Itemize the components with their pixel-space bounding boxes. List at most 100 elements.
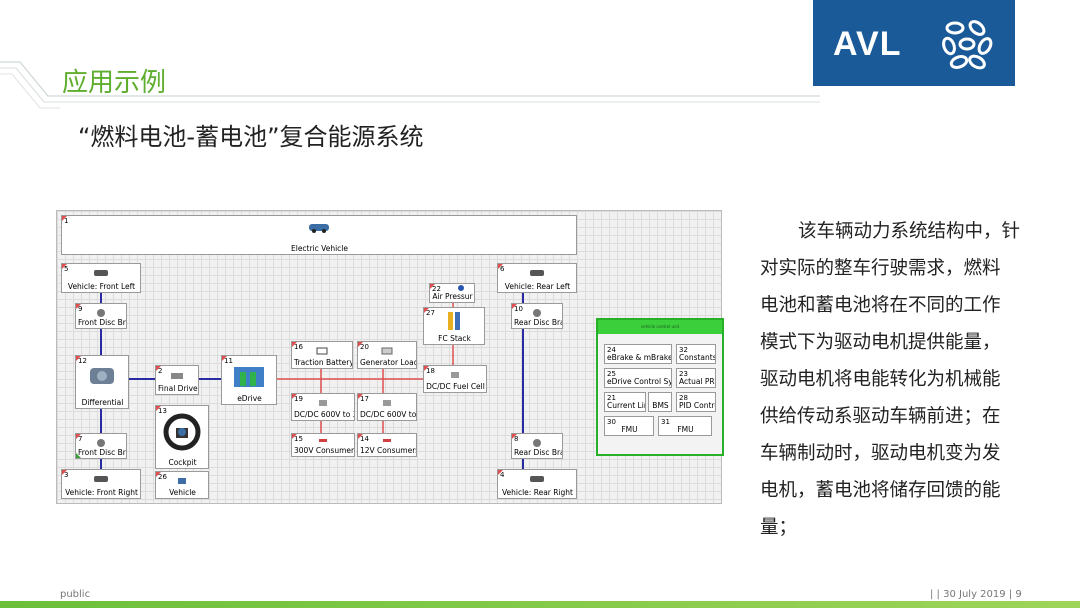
block-number: 12 xyxy=(78,357,87,365)
block-number: 4 xyxy=(500,471,505,479)
pin-marker xyxy=(358,394,363,399)
block-number: 27 xyxy=(426,309,435,317)
block-front-disc-brake-left[interactable]: 9 Front Disc Bra xyxy=(75,303,127,329)
block-differential[interactable]: 12 Differential xyxy=(75,355,129,409)
pin-marker xyxy=(76,304,81,309)
block-current-limit[interactable]: 21 Current Lim xyxy=(604,392,646,412)
block-actual-pr[interactable]: 23 Actual PR xyxy=(676,368,716,388)
block-dcdc-600v-300v[interactable]: 19 DC/DC 600V to 30 xyxy=(291,393,355,421)
block-traction-battery[interactable]: 16 Traction Battery xyxy=(291,341,353,369)
block-constants[interactable]: 32 Constants xyxy=(676,344,716,364)
block-label: Air Pressur xyxy=(432,292,473,301)
wheel-icon xyxy=(94,476,108,482)
block-number: 10 xyxy=(514,305,523,313)
description-paragraph: 该车辆动力系统结构中，针 对实际的整车行驶需求，燃料 电池和蓄电池将在不同的工作… xyxy=(760,213,1050,546)
block-number: 19 xyxy=(294,395,303,403)
pin-marker xyxy=(76,356,81,361)
block-fmu-1[interactable]: 30 FMU xyxy=(604,416,654,436)
converter-icon xyxy=(451,372,459,378)
block-rear-disc-brake-left[interactable]: 10 Rear Disc Bra xyxy=(511,303,563,329)
block-fmu-2[interactable]: 31 FMU xyxy=(658,416,712,436)
block-label: 300V Consumers xyxy=(294,446,355,455)
block-label: Final Drive xyxy=(158,384,198,393)
paragraph-line: 电池和蓄电池将在不同的工作 xyxy=(760,295,1001,316)
pin-marker xyxy=(62,264,67,269)
block-number: 26 xyxy=(158,473,167,481)
block-label: Front Disc Bra xyxy=(78,318,127,327)
block-vehicle-front-right[interactable]: 3 Vehicle: Front Right xyxy=(61,469,141,499)
block-label: 12V Consumers xyxy=(360,446,417,455)
block-label: BMS xyxy=(652,401,669,410)
pin-marker xyxy=(156,472,161,477)
paragraph-line: 车辆制动时，驱动电机变为发 xyxy=(760,443,1001,464)
block-vehicle-front-left[interactable]: 5 Vehicle: Front Left xyxy=(61,263,141,293)
block-number: 8 xyxy=(514,435,519,443)
block-number: 25 xyxy=(607,370,616,378)
pin-marker xyxy=(222,356,227,361)
block-vehicle[interactable]: 26 Vehicle xyxy=(155,471,209,499)
block-label: Vehicle: Front Right xyxy=(65,488,138,497)
block-number: 23 xyxy=(679,370,688,378)
paragraph-line: 电机，蓄电池将储存回馈的能 xyxy=(760,480,1001,501)
block-front-disc-brake-right[interactable]: 7 Front Disc Bra xyxy=(75,433,127,459)
paragraph-line: 驱动电机将电能转化为机械能 xyxy=(760,369,1001,390)
gear-icon xyxy=(90,368,114,384)
brake-icon xyxy=(97,309,105,317)
block-edrive-control[interactable]: 25 eDrive Control Syst xyxy=(604,368,672,388)
block-cockpit[interactable]: 13 Cockpit xyxy=(155,405,209,469)
block-label: Rear Disc Bra xyxy=(514,448,563,457)
block-dcdc-600v-12v[interactable]: 17 DC/DC 600V to xyxy=(357,393,417,421)
pin-marker xyxy=(62,470,67,475)
pin-marker xyxy=(498,470,503,475)
pin-marker xyxy=(424,366,429,371)
slide-title: 应用示例 xyxy=(62,68,167,98)
pin-marker xyxy=(76,453,81,458)
logo-mark-icon xyxy=(942,20,993,70)
block-pid-control[interactable]: 28 PID Control xyxy=(676,392,716,412)
block-vehicle-rear-left[interactable]: 6 Vehicle: Rear Left xyxy=(497,263,577,293)
block-number: 17 xyxy=(360,395,369,403)
block-fc-stack[interactable]: 27 FC Stack xyxy=(423,307,485,345)
block-label: Constants xyxy=(679,353,716,362)
block-bms[interactable]: BMS xyxy=(648,392,672,412)
block-300v-consumers[interactable]: 15 300V Consumers xyxy=(291,433,355,457)
block-generator-load[interactable]: 20 Generator Load xyxy=(357,341,417,369)
decorative-lines xyxy=(0,61,820,109)
converter-icon xyxy=(319,400,327,406)
block-label: Generator Load xyxy=(360,358,417,367)
block-label: DC/DC 600V to 30 xyxy=(294,410,354,419)
block-label: FMU xyxy=(621,425,638,434)
bottom-accent-bar xyxy=(0,601,1080,608)
block-number: 32 xyxy=(679,346,688,354)
steering-icon xyxy=(163,413,201,451)
block-dcdc-fuel-cell[interactable]: 18 DC/DC Fuel Cell xyxy=(423,365,487,393)
pin-marker xyxy=(358,342,363,347)
block-air-pressure[interactable]: 22 Air Pressur xyxy=(429,283,475,303)
block-label: Vehicle xyxy=(169,488,196,497)
block-number: 16 xyxy=(294,343,303,351)
pin-marker xyxy=(156,366,161,371)
paragraph-line: 模式下为驱动电机提供能量， xyxy=(760,332,1001,353)
block-number: 31 xyxy=(661,418,670,426)
paragraph-line: 量； xyxy=(760,517,798,538)
block-label: Current Lim xyxy=(607,401,645,410)
block-label: Differential xyxy=(81,398,124,407)
block-label: DC/DC 600V to xyxy=(360,410,417,419)
block-final-drive[interactable]: 2 Final Drive xyxy=(155,365,199,395)
pin-marker xyxy=(156,406,161,411)
paragraph-line: 供给传动系驱动车辆前进；在 xyxy=(760,406,1001,427)
block-edrive[interactable]: 11 eDrive xyxy=(221,355,277,405)
block-label: Rear Disc Bra xyxy=(514,318,563,327)
vehicle-controller-group[interactable]: vehicle control unit 24 eBrake & mBrake … xyxy=(596,318,724,456)
block-label: eDrive xyxy=(237,394,262,403)
block-12v-consumers[interactable]: 14 12V Consumers xyxy=(357,433,417,457)
block-rear-disc-brake-right[interactable]: 8 Rear Disc Bra xyxy=(511,433,563,459)
block-number: 7 xyxy=(78,435,83,443)
block-label: FMU xyxy=(677,425,694,434)
pin-marker xyxy=(62,216,67,221)
block-electric-vehicle[interactable]: 1 Electric Vehicle xyxy=(61,215,577,255)
block-vehicle-rear-right[interactable]: 4 Vehicle: Rear Right xyxy=(497,469,577,499)
block-ebrake-mbrake[interactable]: 24 eBrake & mBrake U xyxy=(604,344,672,364)
block-label: DC/DC Fuel Cell xyxy=(426,382,485,391)
block-label: Actual PR xyxy=(679,377,715,386)
